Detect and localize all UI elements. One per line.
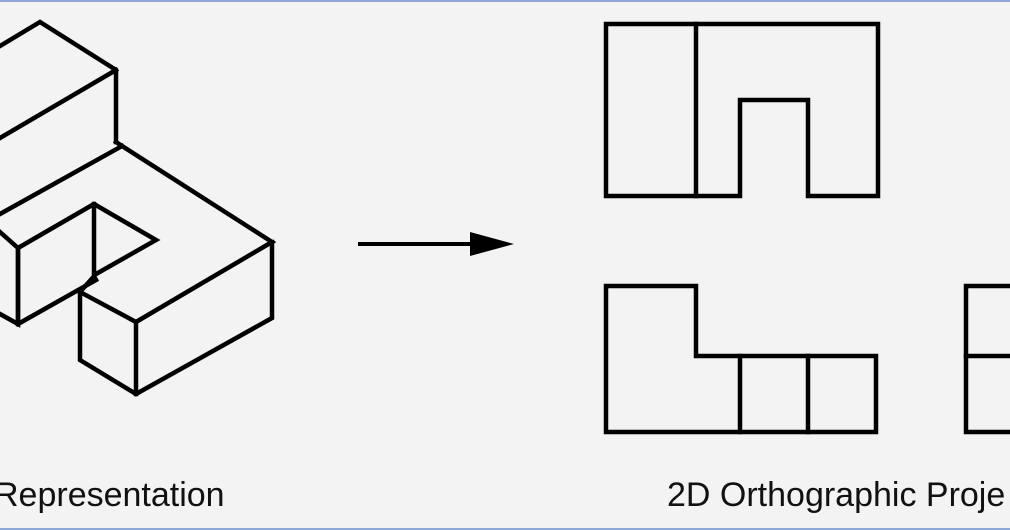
iso-front-block (77, 239, 275, 397)
front-view-outline (603, 283, 879, 435)
side-view-outline (963, 283, 1010, 435)
iso-top-face (76, 138, 277, 325)
isometric-object (0, 19, 277, 397)
iso-tall-block-top (0, 19, 119, 145)
orthographic-caption: 2D Orthographic Proje (667, 476, 1006, 514)
right-arrow-icon (358, 232, 514, 256)
iso-left-block (0, 228, 21, 328)
side-view (963, 283, 1010, 435)
top-view (603, 21, 881, 199)
isometric-caption: Representation (0, 476, 225, 514)
iso-notch (14, 201, 161, 278)
iso-tall-block-edge (0, 66, 120, 141)
iso-top-face-inner-edge (0, 142, 126, 217)
top-view-outline (603, 21, 881, 199)
front-view (603, 283, 879, 435)
